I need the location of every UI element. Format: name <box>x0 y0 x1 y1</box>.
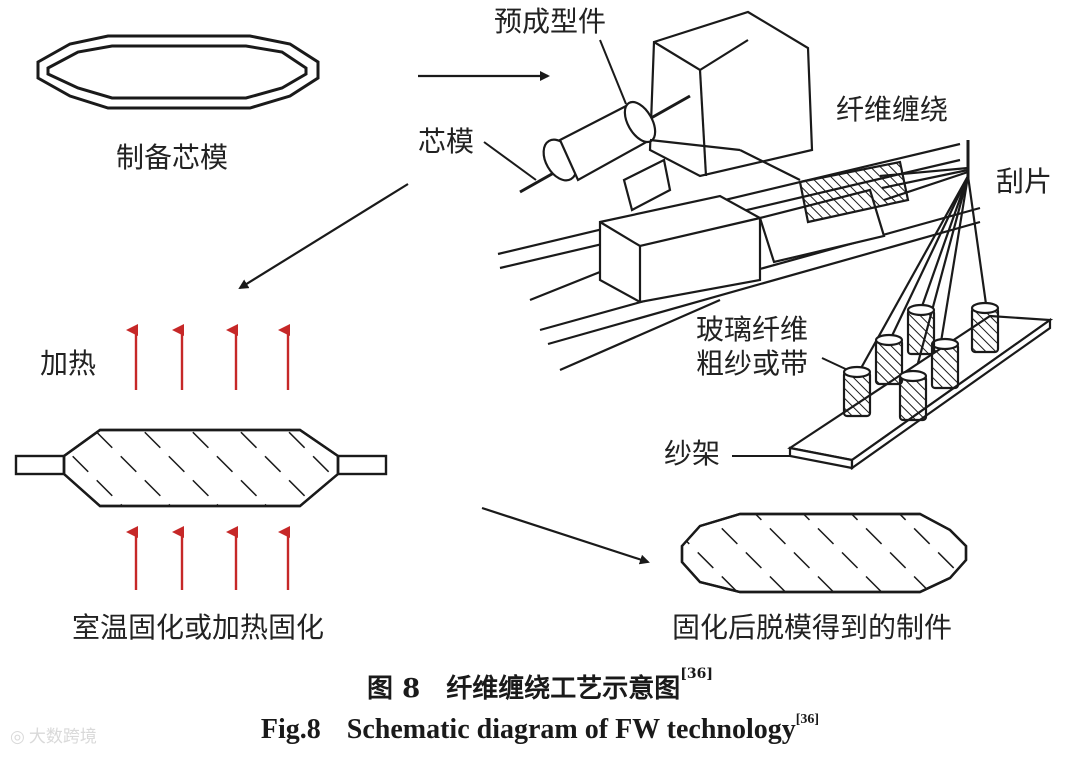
label-fiber-winding: 纤维缠绕 <box>836 93 949 126</box>
label-glass-fiber-1: 玻璃纤维 <box>696 313 809 346</box>
caption-cn-ref: [36] <box>680 666 713 682</box>
core-mold-shape <box>36 34 320 110</box>
caption-english: Fig.8 Schematic diagram of FW technology[… <box>0 712 1080 746</box>
creel <box>787 301 1054 471</box>
caption-en-ref: [36] <box>795 712 820 727</box>
label-core-mold: 芯模 <box>418 125 475 158</box>
heating-arrows-top <box>126 324 290 390</box>
roving-bobbins <box>842 301 1000 422</box>
label-heating: 加热 <box>40 347 97 380</box>
arrow-to-curing <box>238 183 409 290</box>
label-glass-fiber-2: 粗纱或带 <box>696 347 809 380</box>
wound-part-curing <box>14 428 388 508</box>
heating-arrows-bottom <box>126 526 290 590</box>
weibo-icon: ◎ <box>10 727 25 747</box>
label-curing: 室温固化或加热固化 <box>72 611 325 644</box>
caption-cn-title: 纤维缠绕工艺示意图 <box>446 674 681 704</box>
label-creel: 纱架 <box>664 437 721 470</box>
caption-en-number: Fig.8 <box>260 714 321 745</box>
caption-en-title: Schematic diagram of FW technology <box>346 714 796 745</box>
process-arrows <box>238 71 650 565</box>
caption-cn-number: 图 8 <box>367 674 421 704</box>
demolded-part <box>680 512 968 594</box>
label-core-mold-prep: 制备芯模 <box>116 141 229 174</box>
arrow-to-demold <box>481 506 650 565</box>
caption-chinese: 图 8 纤维缠绕工艺示意图[36] <box>0 666 1080 705</box>
label-demolded-part: 固化后脱模得到的制件 <box>672 611 953 644</box>
winding-machine <box>497 10 988 379</box>
watermark: ◎大数跨境 <box>10 722 97 747</box>
label-preform: 预成型件 <box>494 5 607 38</box>
watermark-text: 大数跨境 <box>28 727 97 747</box>
label-scraper: 刮片 <box>996 165 1053 198</box>
